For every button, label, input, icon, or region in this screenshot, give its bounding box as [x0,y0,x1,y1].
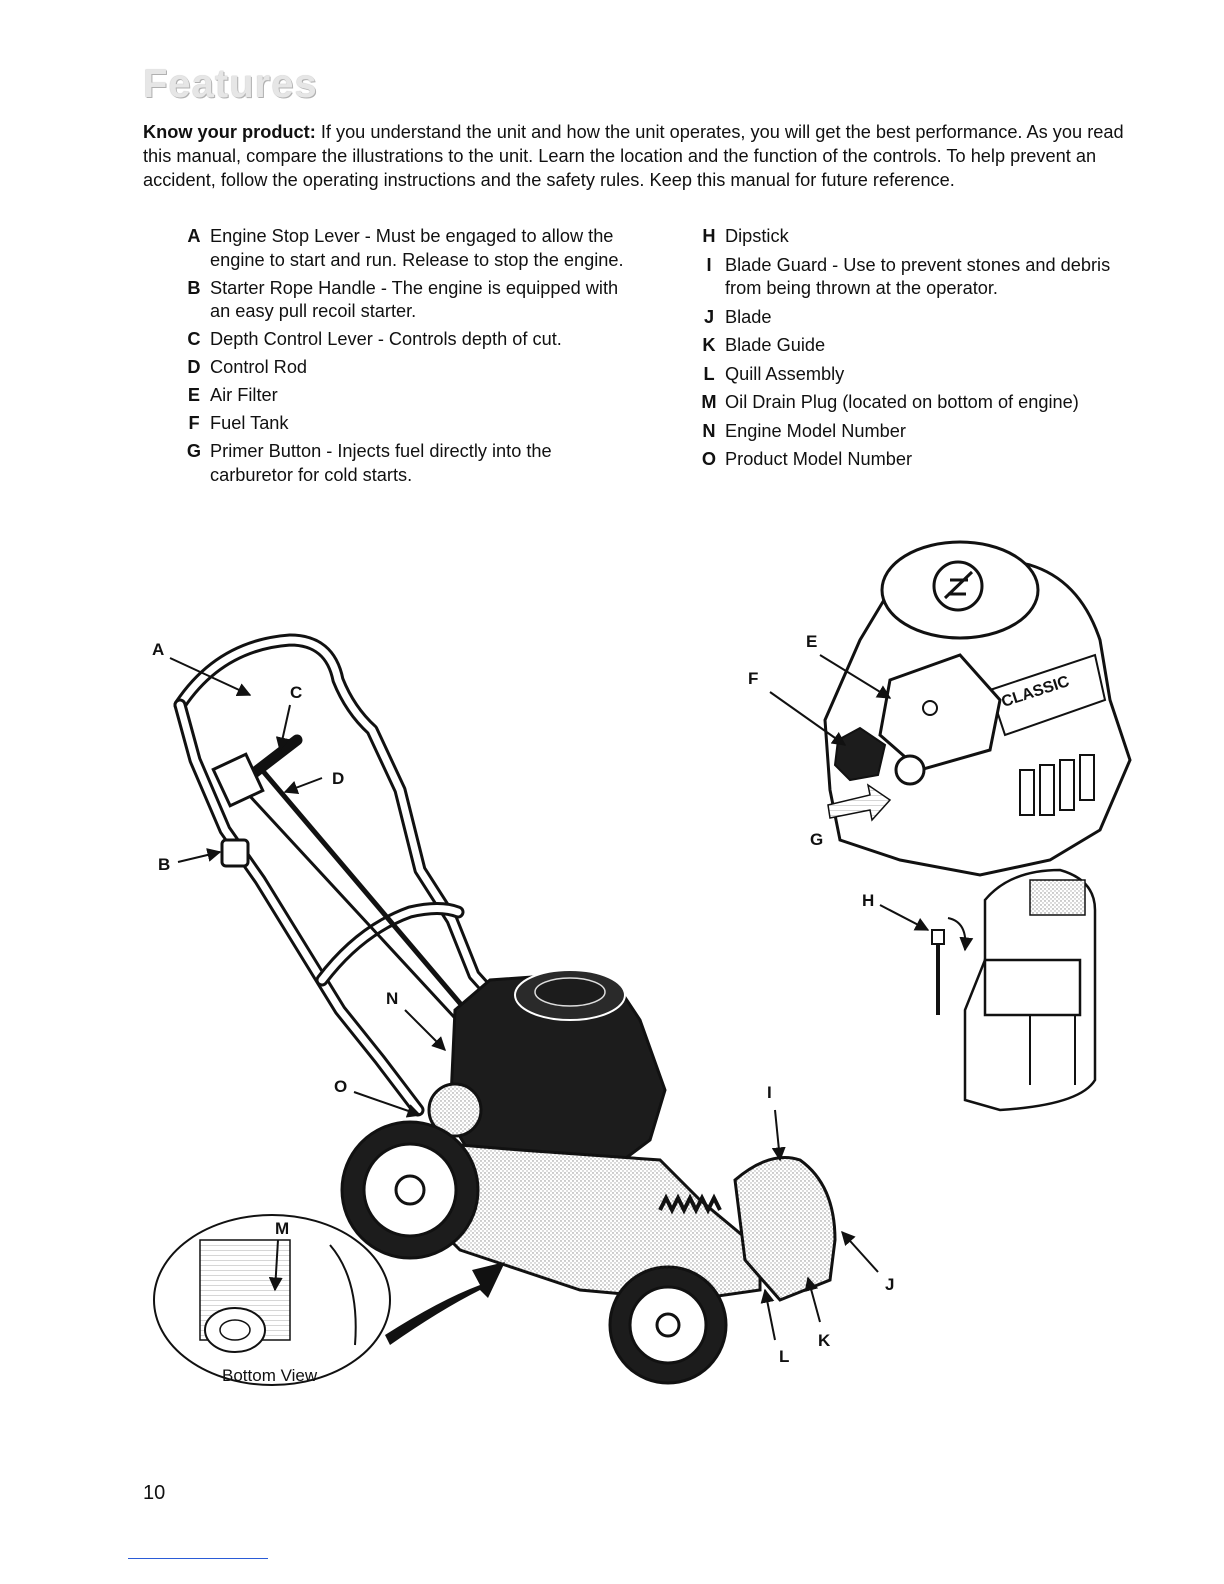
intro-paragraph: Know your product: If you understand the… [143,120,1138,192]
feature-desc: Quill Assembly [725,363,845,384]
callout-l: L [779,1347,789,1366]
feature-desc: Blade Guide [725,335,826,355]
callout-g: G [810,830,823,849]
feature-letter: F [188,413,200,433]
feature-letter: M [701,392,717,412]
engine-closeup: CLASSIC [823,540,1132,877]
feature-letter: K [702,335,716,355]
feature-desc: Blade [725,306,772,327]
feature-letter: O [701,449,717,469]
intro-text: If you understand the unit and how the u… [143,122,1124,190]
feature-desc: Oil Drain Plug (located on bottom of eng… [725,392,1079,412]
features-list-right: H Dipstick I Blade Guard - Use to prevent … [693,225,1133,477]
callout-c: C [290,683,302,702]
air-filter-box [878,653,1002,772]
feature-item: N Engine Model Number [693,420,1133,444]
feature-item: M Oil Drain Plug (located on bottom of en… [693,391,1133,415]
feature-desc: Fuel Tank [210,413,289,433]
edger-illustration [173,633,837,1385]
feature-item: F Fuel Tank [178,412,628,436]
feature-letter: H [702,226,716,246]
feature-item: O Product Model Number [693,448,1133,472]
callout-b: B [158,855,170,874]
feature-desc: Dipstick [725,226,789,246]
inset-caption: Bottom View [222,1366,318,1385]
feature-item: C Depth Control Lever - Controls depth of… [178,328,628,352]
feature-item: E Air Filter [178,384,628,408]
bottom-view-inset: Bottom View [153,1214,505,1386]
feature-desc: Blade Guard - Use to prevent stones and … [725,254,1111,299]
feature-letter: B [187,277,201,298]
fuel-tank [833,726,887,782]
callout-m: M [275,1219,289,1238]
feature-letter: N [702,420,716,441]
feature-letter: A [187,226,201,246]
feature-letter: C [187,329,201,349]
edger-diagram: Bottom View CLASSIC [152,540,1132,1386]
callout-d: D [332,769,344,788]
feature-item: L Quill Assembly [693,363,1133,387]
features-list-left: A Engine Stop Lever - Must be engaged to … [178,225,628,492]
callout-n: N [386,989,398,1008]
feature-desc: Starter Rope Handle - The engine is equi… [210,277,619,322]
feature-desc: Depth Control Lever - Controls depth of … [210,329,562,349]
feature-desc: Air Filter [210,385,278,405]
callout-o: O [334,1077,347,1096]
dipstick [931,929,945,945]
footer-rule [128,1558,268,1559]
callout-f: F [748,669,758,688]
feature-letter: G [186,441,202,461]
feature-letter: I [706,254,712,275]
feature-desc: Engine Model Number [725,420,906,441]
callout-j: J [885,1275,894,1294]
callout-e: E [806,632,817,651]
feature-letter: L [703,363,715,384]
feature-desc: Primer Button - Injects fuel directly in… [210,441,552,485]
feature-letter: E [187,385,201,405]
page-title: Features [143,62,318,106]
feature-item: H Dipstick [693,225,1133,249]
feature-item: B Starter Rope Handle - The engine is equ… [178,277,628,324]
primer-button-arrow [827,783,892,822]
handle-frame [173,633,499,1002]
inset-pointer-arrow [385,1262,505,1345]
feature-item: G Primer Button - Injects fuel directly i… [178,440,628,487]
feature-item: J Blade [693,306,1133,330]
callout-a: A [152,640,164,659]
feature-item: A Engine Stop Lever - Must be engaged to … [178,225,628,272]
feature-letter: D [187,357,201,377]
blade-guard [733,1156,837,1302]
intro-lead: Know your product: [143,122,316,142]
feature-item: K Blade Guide [693,334,1133,358]
callout-h: H [862,891,874,910]
feature-item: I Blade Guard - Use to prevent stones and… [693,254,1133,301]
page-number: 10 [143,1482,166,1504]
feature-desc: Control Rod [210,357,308,377]
feature-letter: J [703,306,715,327]
callout-i: I [767,1083,772,1102]
callout-labels: A C D B N O M E F G H I J K L [152,632,930,1366]
feature-item: D Control Rod [178,356,628,380]
callout-k: K [818,1331,831,1350]
feature-desc: Product Model Number [725,449,913,469]
dipstick-closeup [931,868,1097,1112]
feature-desc: Engine Stop Lever - Must be engaged to a… [210,226,624,270]
